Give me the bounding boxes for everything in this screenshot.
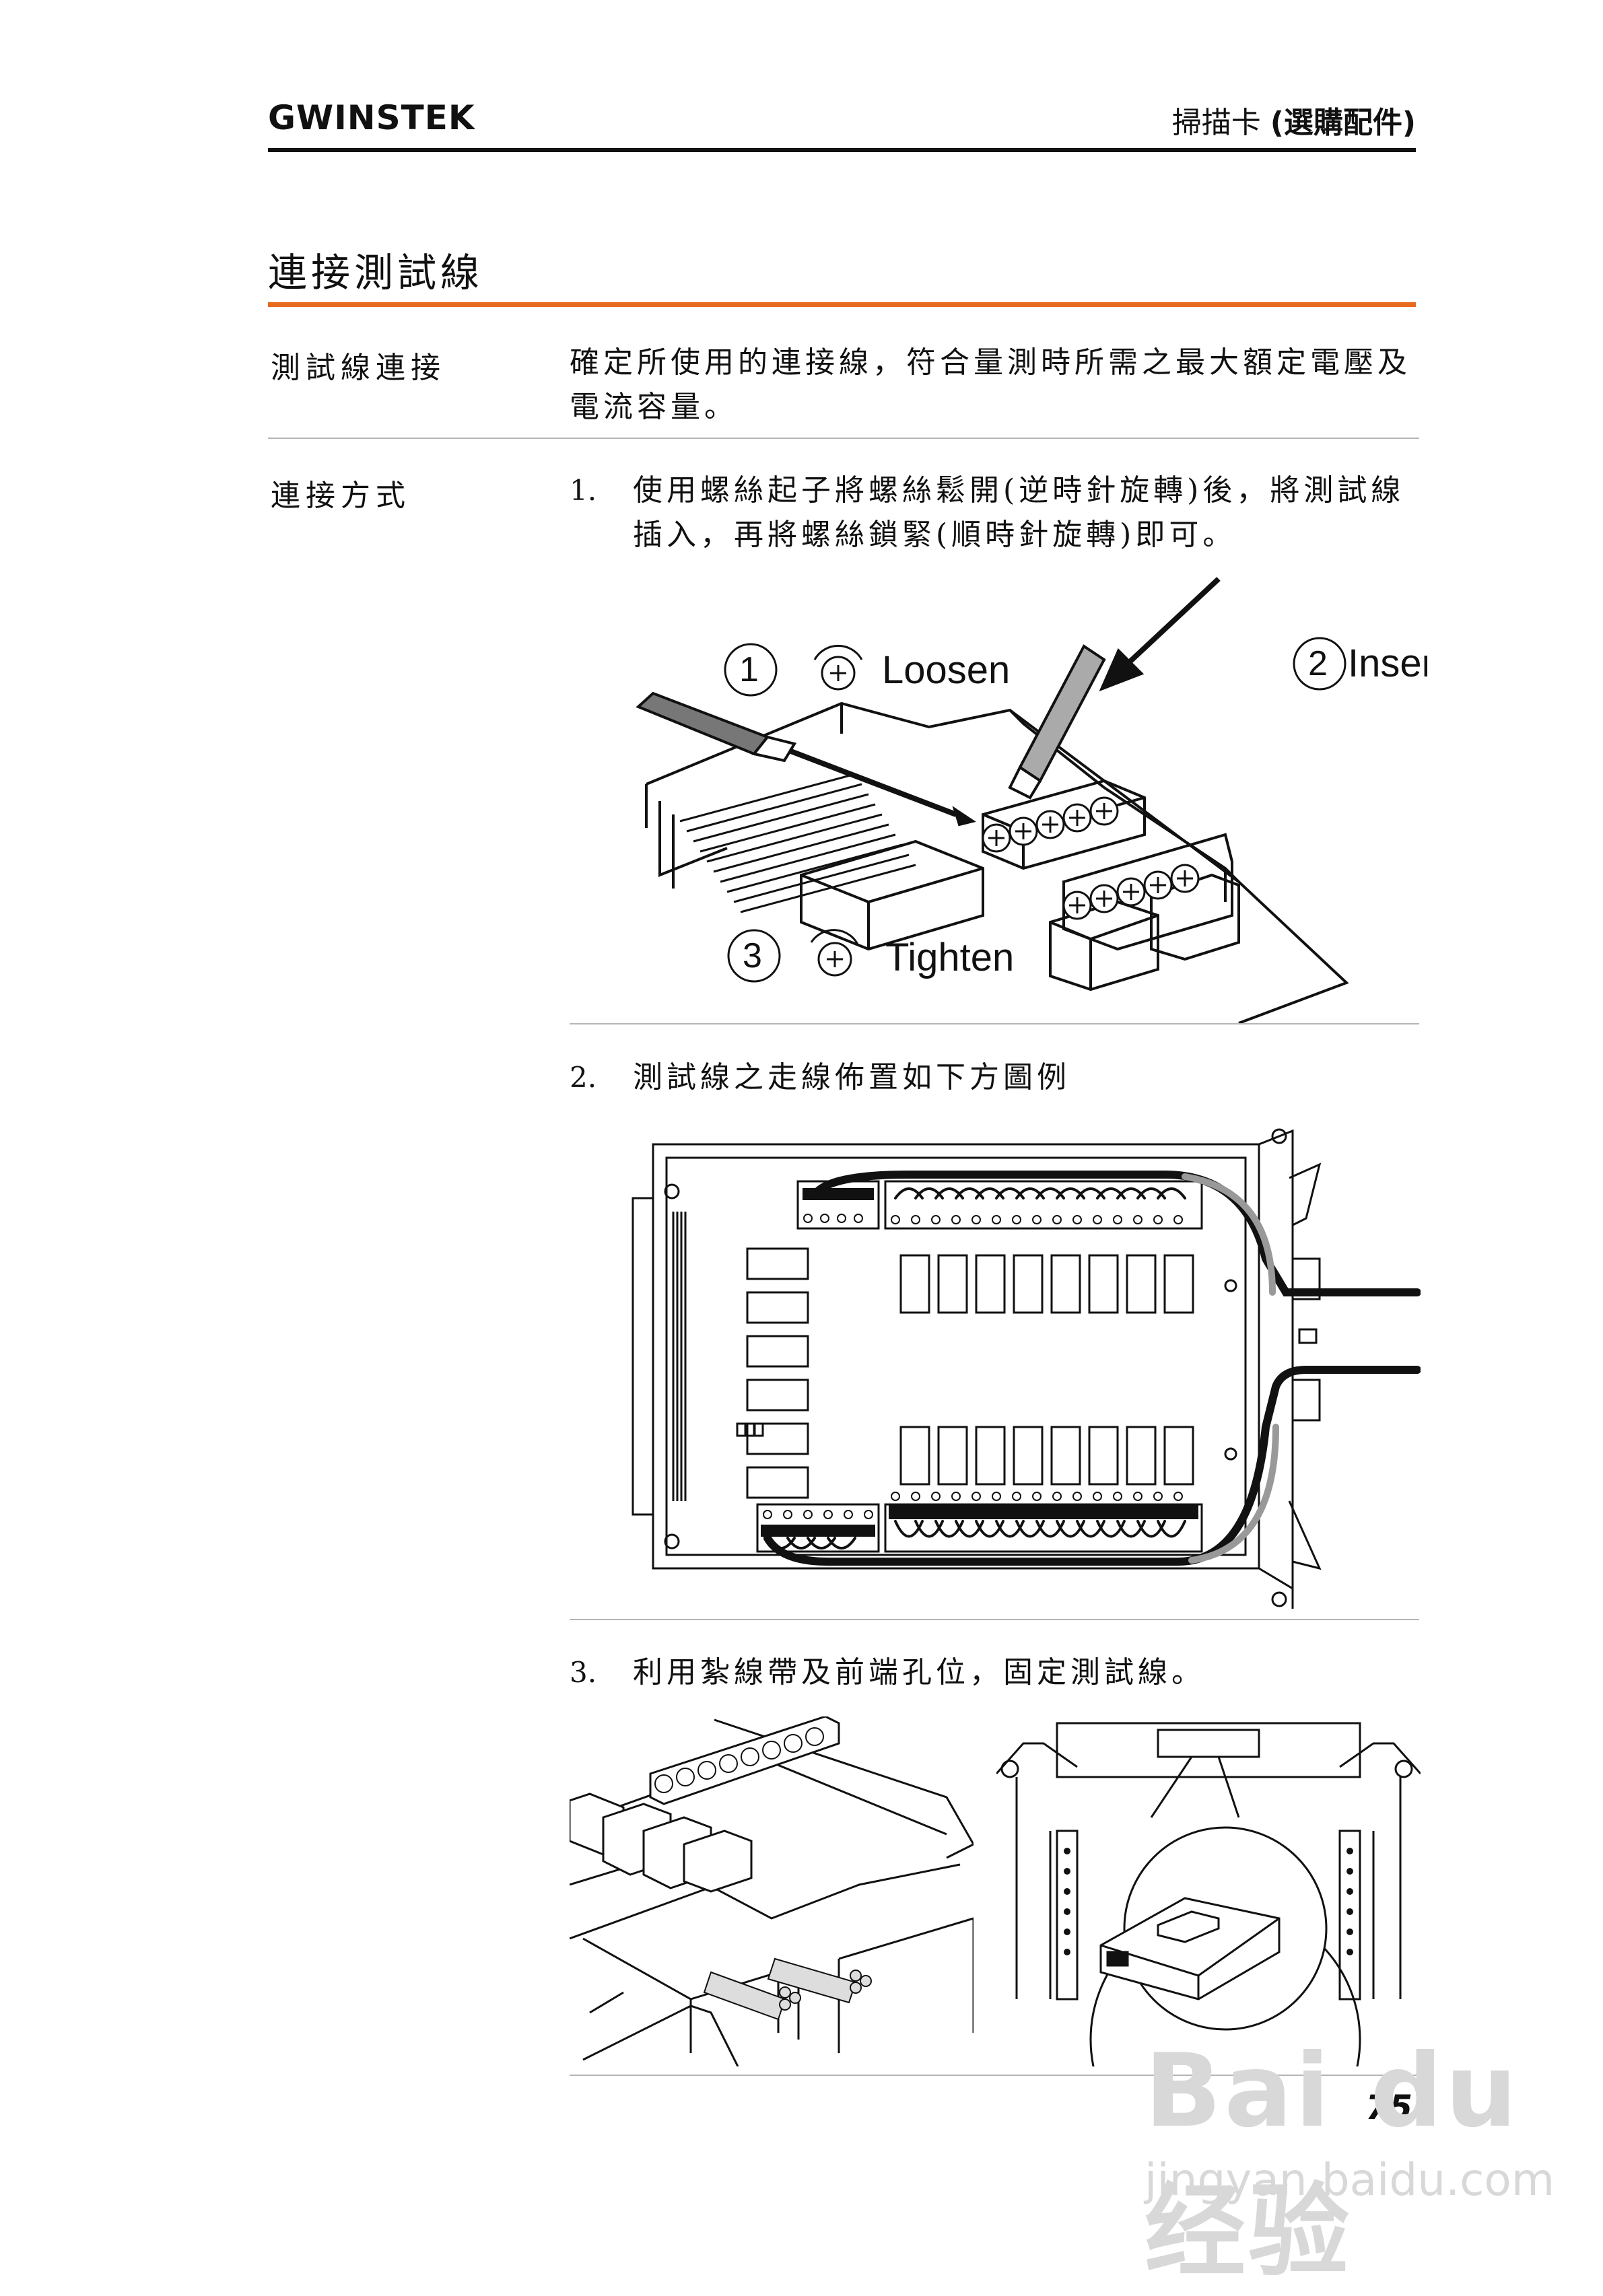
- label-circle-2: 2: [1308, 644, 1328, 683]
- row-label-test-lead: 測試線連接: [271, 351, 446, 385]
- label-circle-3: 3: [743, 936, 762, 975]
- bracket-hole-figure: [996, 1722, 1421, 2066]
- step-text: 使用螺絲起子將螺絲鬆開(逆時針旋轉)後，將測試線插入，再將螺絲鎖緊(順時針旋轉)…: [633, 473, 1405, 552]
- section-rule: [268, 302, 1416, 307]
- figure-divider: [570, 2075, 1419, 2076]
- label-loosen: Loosen: [882, 648, 1010, 692]
- header-chapter: 掃描卡 (選購配件): [1172, 98, 1416, 141]
- step-text: 測試線之走線佈置如下方圖例: [633, 1060, 1070, 1094]
- brand-logo: GWINSTEK: [268, 98, 475, 137]
- row-text-test-lead: 確定所使用的連接線，符合量測時所需之最大額定電壓及電流容量。: [570, 345, 1411, 424]
- figure-divider: [570, 1023, 1419, 1024]
- card-wiring-layout-figure: [632, 1128, 1421, 1609]
- page-number: 75: [1365, 2088, 1412, 2127]
- label-insert: Insert: [1348, 641, 1427, 685]
- cable-tie-figure: [570, 1716, 974, 2066]
- terminal-wiring-figure: 1 Loosen 2 Insert 3 Tighten: [636, 577, 1427, 1023]
- row-divider: [268, 438, 1419, 439]
- step-number: 2.: [570, 1061, 597, 1094]
- section-title: 連接測試線: [268, 250, 484, 295]
- figure-divider: [570, 1619, 1419, 1620]
- step-number: 3.: [570, 1656, 597, 1689]
- label-tighten: Tighten: [885, 936, 1014, 979]
- header-rule: [268, 148, 1416, 152]
- row-label-method: 連接方式: [271, 479, 411, 513]
- label-circle-1: 1: [739, 650, 759, 689]
- step-text: 利用紮線帶及前端孔位，固定測試線。: [633, 1655, 1205, 1690]
- step-number: 1.: [570, 474, 597, 507]
- header-chapter-paren: (選購配件): [1270, 106, 1416, 140]
- header-chapter-text: 掃描卡: [1171, 106, 1270, 140]
- watermark-url: jingyan.baidu.com: [1145, 2154, 1555, 2206]
